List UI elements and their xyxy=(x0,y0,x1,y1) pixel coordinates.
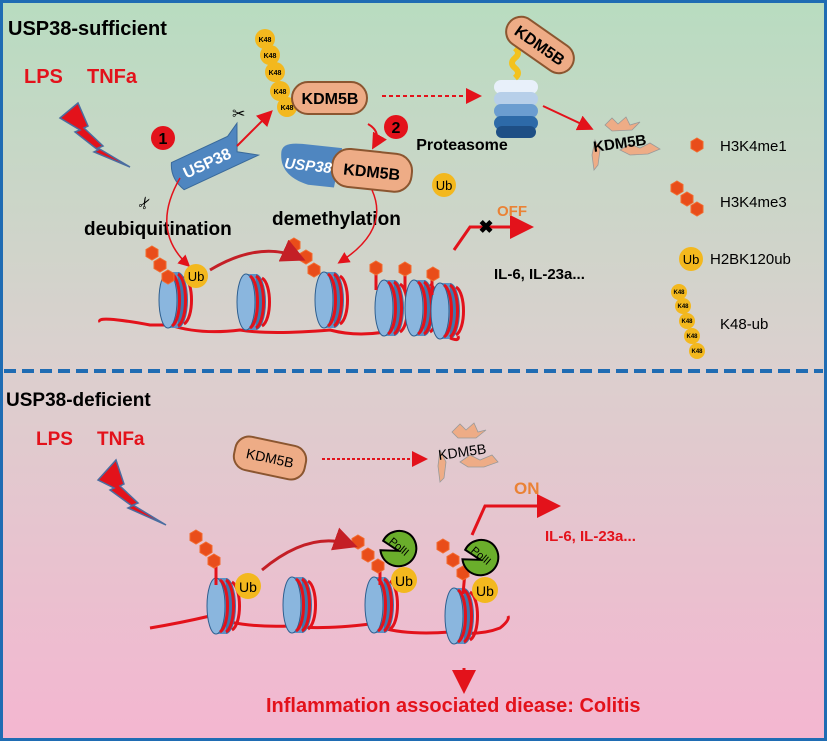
deubiquitination-label: deubiquitination xyxy=(84,219,232,240)
usp38-protein: USP38 xyxy=(170,121,261,191)
transcription-arrow-on xyxy=(470,494,561,536)
scissors-icon: ✂ xyxy=(232,106,245,123)
top-stimulus-lps: LPS xyxy=(24,66,63,88)
svg-text:K48: K48 xyxy=(269,70,282,77)
demethylation-label: demethylation xyxy=(272,209,401,230)
binding-arrow xyxy=(367,123,387,150)
bottom-chromatin: Ub Ub Ub xyxy=(149,529,510,646)
kdm5b-protein: KDM5B xyxy=(232,435,308,481)
lightning-bolt-icon xyxy=(58,101,131,168)
top-chromatin: Ub xyxy=(98,237,465,342)
lightning-bolt-icon xyxy=(96,458,167,526)
svg-text:K48: K48 xyxy=(274,89,287,96)
free-ub-icon: Ub xyxy=(432,173,456,197)
svg-text:1: 1 xyxy=(159,131,168,148)
outcome-label: Inflammation associated diease: Colitis xyxy=(266,695,641,717)
degradation-arrow xyxy=(542,105,594,131)
svg-text:K48: K48 xyxy=(677,304,689,310)
legend: H3K4me1 H3K4me3 Ub H2BK120ub K48 K48 K48… xyxy=(670,137,791,359)
bottom-transfer-arrow xyxy=(261,527,358,572)
svg-text:K48: K48 xyxy=(691,349,703,355)
svg-text:K48: K48 xyxy=(681,319,693,325)
svg-text:Ub: Ub xyxy=(188,269,205,284)
svg-text:2: 2 xyxy=(392,120,401,137)
off-label: OFF xyxy=(497,203,527,220)
svg-text:Ub: Ub xyxy=(683,252,700,267)
proteasome-label: Proteasome xyxy=(416,137,508,154)
svg-text:K48: K48 xyxy=(281,105,294,112)
svg-text:K48: K48 xyxy=(259,37,272,44)
k48-chain-icon: K48 K48 K48 K48 K48 xyxy=(671,284,705,359)
h3k4me1-icon xyxy=(690,137,704,153)
bottom-stimulus-tnfa: TNFa xyxy=(97,429,145,450)
svg-text:K48: K48 xyxy=(686,334,698,340)
bottom-genes-label: IL-6, IL-23a... xyxy=(545,528,636,545)
polii-icon: PolII xyxy=(461,538,500,577)
legend-label: K48-ub xyxy=(720,316,768,333)
polii-icon: PolII xyxy=(379,529,418,568)
legend-label: H3K4me1 xyxy=(720,138,787,155)
cleavage-arrow xyxy=(236,110,273,147)
top-genes-label: IL-6, IL-23a... xyxy=(494,266,585,283)
transcription-arrow-off xyxy=(452,215,534,251)
svg-text:KDM5B: KDM5B xyxy=(302,91,359,108)
legend-label: H2BK120ub xyxy=(710,251,791,268)
step-1-badge: 1 xyxy=(151,126,175,150)
svg-text:Ub: Ub xyxy=(239,579,257,595)
deubiquitination-arrow xyxy=(166,177,191,268)
svg-text:Ub: Ub xyxy=(476,583,494,599)
top-stimulus-tnfa: TNFa xyxy=(87,66,138,88)
svg-text:KDM5B: KDM5B xyxy=(437,440,487,463)
step-2-badge: 2 xyxy=(384,115,408,139)
bottom-panel-title: USP38-deficient xyxy=(6,390,151,411)
usp38-kdm5b-complex: USP38 KDM5B xyxy=(281,143,414,193)
svg-text:K48: K48 xyxy=(673,290,685,296)
svg-text:USP38: USP38 xyxy=(283,155,333,177)
top-panel-title: USP38-sufficient xyxy=(8,18,167,40)
top-transfer-arrow xyxy=(209,239,306,272)
blocked-x-icon: ✖ xyxy=(478,217,493,237)
on-label: ON xyxy=(514,479,540,498)
proteasome-icon xyxy=(494,45,538,138)
svg-text:K48: K48 xyxy=(264,53,277,60)
ub-icon: Ub xyxy=(679,247,703,271)
kdm5b-ubiquitinated: KDM5B xyxy=(291,81,368,115)
demethylation-arrow xyxy=(337,189,378,264)
svg-text:KDM5B: KDM5B xyxy=(342,161,400,184)
bottom-stimulus-lps: LPS xyxy=(36,429,73,450)
legend-label: H3K4me3 xyxy=(720,194,787,211)
svg-text:Ub: Ub xyxy=(395,573,413,589)
degraded-kdm5b: KDM5B xyxy=(437,422,499,483)
svg-text:Ub: Ub xyxy=(436,178,453,193)
